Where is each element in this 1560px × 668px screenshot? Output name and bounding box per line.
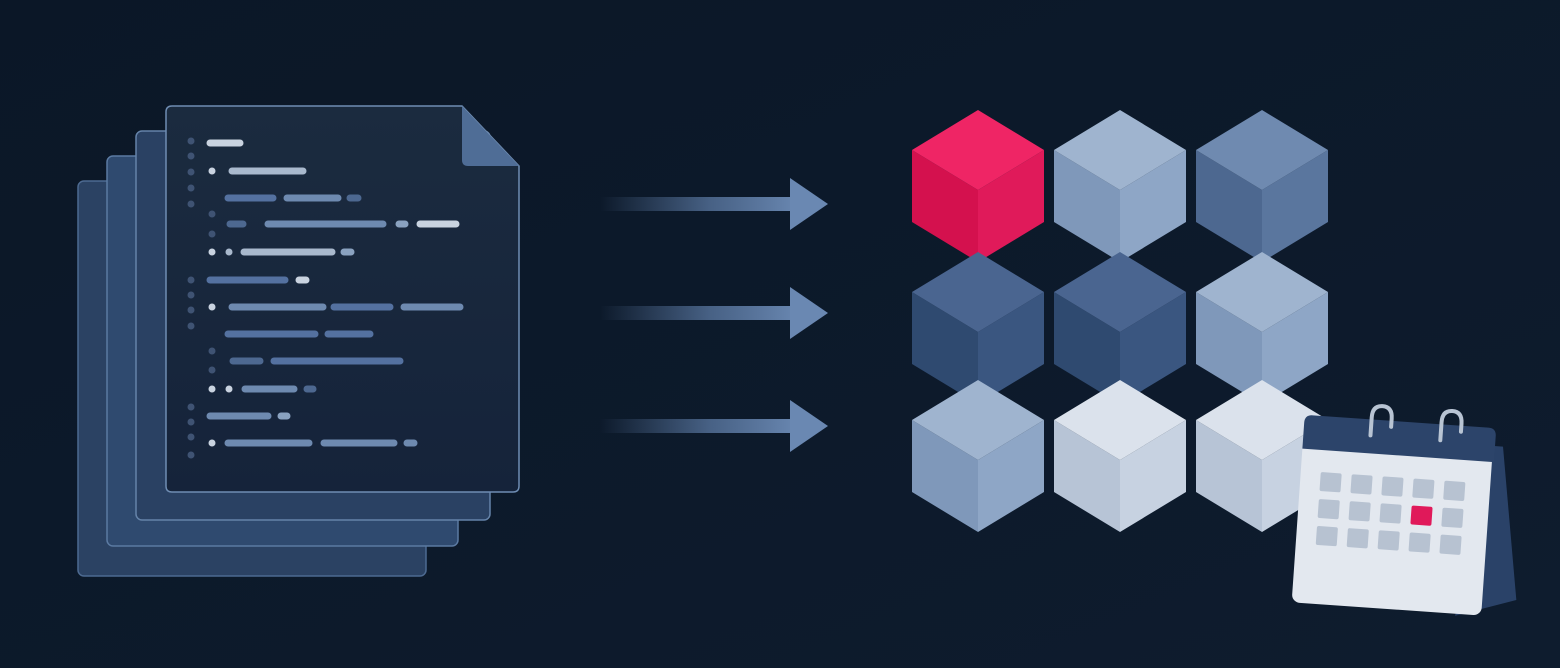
cube-right-face bbox=[978, 292, 1044, 404]
right-arrow-icon bbox=[600, 287, 828, 339]
cube-right-face bbox=[1120, 420, 1186, 532]
calendar-ring bbox=[1368, 404, 1394, 438]
cube-right-face bbox=[978, 150, 1044, 262]
calendar-ring bbox=[1438, 409, 1464, 443]
calendar-date-cell bbox=[1381, 476, 1404, 497]
right-arrow-icon bbox=[600, 178, 828, 230]
calendar-date-cell bbox=[1346, 528, 1369, 549]
calendar-date-cell bbox=[1441, 507, 1464, 528]
calendar-header bbox=[1302, 415, 1496, 463]
cube-left-face bbox=[1196, 150, 1262, 262]
right-arrow-icon bbox=[600, 400, 828, 452]
cube-icon bbox=[1196, 110, 1328, 262]
calendar-icon bbox=[1292, 404, 1517, 616]
cube-top-face bbox=[912, 110, 1044, 190]
calendar-date-grid bbox=[1315, 472, 1466, 555]
cube-icon bbox=[1196, 252, 1328, 404]
calendar-date-cell bbox=[1408, 532, 1431, 553]
cube-icon bbox=[912, 380, 1044, 532]
cube-right-face bbox=[1262, 292, 1328, 404]
cube-left-face bbox=[1196, 292, 1262, 404]
calendar-date-cell bbox=[1319, 472, 1342, 493]
cube-top-face bbox=[1054, 252, 1186, 332]
cube-top-face bbox=[1196, 110, 1328, 190]
cube-icon bbox=[1054, 252, 1186, 404]
calendar-date-cell bbox=[1350, 474, 1373, 495]
document-folded-corner bbox=[462, 106, 519, 166]
cube-icon bbox=[912, 252, 1044, 404]
cube-top-face bbox=[1054, 110, 1186, 190]
cube-left-face bbox=[1054, 150, 1120, 262]
cube-top-face bbox=[1054, 380, 1186, 460]
cube-top-face bbox=[912, 252, 1044, 332]
cube-right-face bbox=[1120, 150, 1186, 262]
cube-right-face bbox=[1120, 292, 1186, 404]
cube-left-face bbox=[1196, 420, 1262, 532]
calendar-date-cell bbox=[1377, 530, 1400, 551]
calendar-date-cell bbox=[1348, 501, 1371, 522]
cube-icon bbox=[912, 110, 1044, 262]
cube-right-face bbox=[1262, 150, 1328, 262]
calendar-date-cell bbox=[1317, 499, 1340, 520]
calendar-highlighted-date bbox=[1410, 505, 1433, 526]
cube-top-face bbox=[1196, 380, 1328, 460]
document-front-sheet bbox=[165, 105, 520, 493]
code-document-stack-icon bbox=[77, 105, 520, 577]
cube-left-face bbox=[1054, 292, 1120, 404]
calendar-date-cell bbox=[1439, 534, 1462, 555]
calendar-face bbox=[1292, 433, 1493, 616]
cube-left-face bbox=[912, 292, 978, 404]
cube-top-face bbox=[912, 380, 1044, 460]
calendar-date-cell bbox=[1412, 478, 1435, 499]
cube-right-face bbox=[978, 420, 1044, 532]
cube-top-face bbox=[1196, 252, 1328, 332]
cube-left-face bbox=[912, 150, 978, 262]
arrows-group bbox=[600, 178, 828, 452]
cube-icon bbox=[1054, 110, 1186, 262]
cube-left-face bbox=[912, 420, 978, 532]
cube-icon bbox=[1054, 380, 1186, 532]
calendar-date-cell bbox=[1443, 480, 1466, 501]
calendar-date-cell bbox=[1379, 503, 1402, 524]
cube-left-face bbox=[1054, 420, 1120, 532]
calendar-date-cell bbox=[1315, 526, 1338, 547]
cube-grid bbox=[912, 110, 1328, 532]
